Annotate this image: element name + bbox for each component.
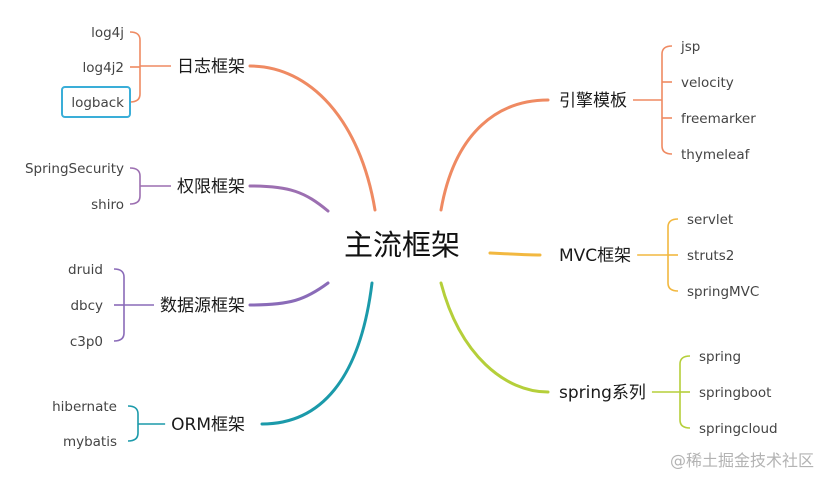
branch-tpl[interactable]: 引擎模板 [559, 91, 627, 111]
connector-ds [248, 281, 330, 307]
branch-spring[interactable]: spring系列 [559, 383, 646, 403]
branch-mvc[interactable]: MVC框架 [559, 246, 631, 266]
leaf-c3p0[interactable]: c3p0 [70, 334, 103, 350]
connector-tpl [439, 98, 550, 212]
leaf-springcloud[interactable]: springcloud [699, 421, 778, 437]
node-labels: 日志框架 log4j log4j2 logback 权限框架 SpringSecurity… [25, 25, 778, 450]
leaf-springsecurity[interactable]: SpringSecurity [25, 161, 124, 177]
leaf-springmvc[interactable]: springMVC [687, 284, 759, 300]
watermark: @稀土掘金技术社区 [670, 451, 814, 470]
connector-log [248, 64, 377, 212]
connector-orm [260, 281, 374, 426]
branch-ds[interactable]: 数据源框架 [160, 296, 245, 316]
leaf-log4j2[interactable]: log4j2 [82, 60, 124, 76]
bracket-auth [129, 167, 141, 205]
selected-node-frame [61, 86, 131, 118]
leaf-spring[interactable]: spring [699, 349, 741, 365]
leaf-struts2[interactable]: struts2 [687, 248, 734, 264]
leaf-thymeleaf[interactable]: thymeleaf [681, 147, 751, 163]
leaf-log4j[interactable]: log4j [91, 25, 124, 41]
leaf-jsp[interactable]: jsp [680, 39, 700, 55]
connector-auth [248, 184, 330, 213]
connector-spring [439, 281, 550, 394]
bracket-orm [127, 405, 139, 442]
leaf-shiro[interactable]: shiro [91, 197, 124, 213]
connector-lines [61, 31, 691, 442]
leaf-mybatis[interactable]: mybatis [63, 434, 117, 450]
leaf-springboot[interactable]: springboot [699, 385, 771, 401]
leaf-freemarker[interactable]: freemarker [681, 111, 756, 127]
branch-orm[interactable]: ORM框架 [171, 415, 245, 435]
bracket-tpl [661, 45, 673, 155]
leaf-hibernate[interactable]: hibernate [52, 399, 117, 415]
leaf-dbcy[interactable]: dbcy [70, 298, 103, 314]
leaf-logback[interactable]: logback [71, 95, 124, 111]
leaf-servlet[interactable]: servlet [687, 212, 733, 228]
branch-auth[interactable]: 权限框架 [177, 177, 245, 197]
leaf-velocity[interactable]: velocity [681, 75, 734, 91]
leaf-druid[interactable]: druid [68, 262, 103, 278]
branch-log[interactable]: 日志框架 [177, 57, 245, 77]
connector-mvc [488, 251, 542, 257]
central-topic[interactable]: 主流框架 [344, 228, 460, 262]
